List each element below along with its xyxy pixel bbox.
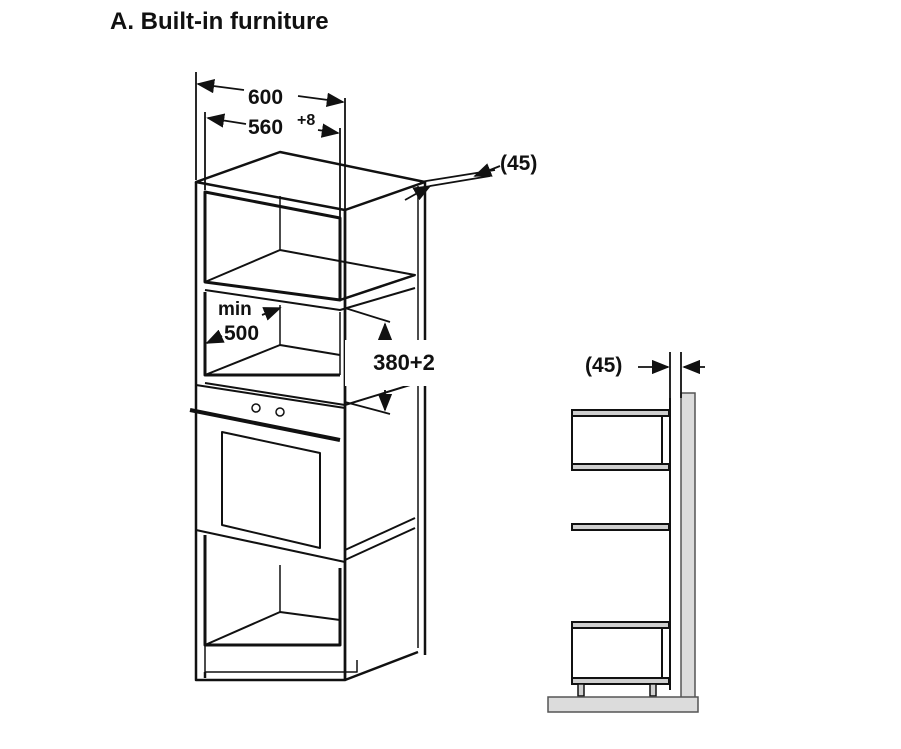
dim-depth-min: min	[218, 299, 252, 320]
wall	[680, 392, 696, 699]
page-title: A. Built-in furniture	[110, 8, 329, 35]
depth-dimension	[205, 307, 282, 344]
side-section	[547, 352, 705, 713]
rear-gap-dimension	[404, 163, 501, 201]
width-dimensions	[195, 72, 346, 218]
dim-niche-height: 380+2	[345, 340, 463, 386]
dim-width-tolerance: +8	[297, 112, 315, 129]
niche-height-dimension	[344, 307, 393, 415]
tall-cabinet	[189, 150, 427, 682]
dim-depth-value: 500	[224, 322, 259, 345]
floor	[547, 696, 699, 713]
dim-width-inner: 560	[248, 116, 283, 139]
dim-rear-gap: (45)	[500, 152, 537, 175]
dim-side-gap: (45)	[585, 354, 622, 377]
dim-width-outer: 600	[248, 86, 283, 109]
